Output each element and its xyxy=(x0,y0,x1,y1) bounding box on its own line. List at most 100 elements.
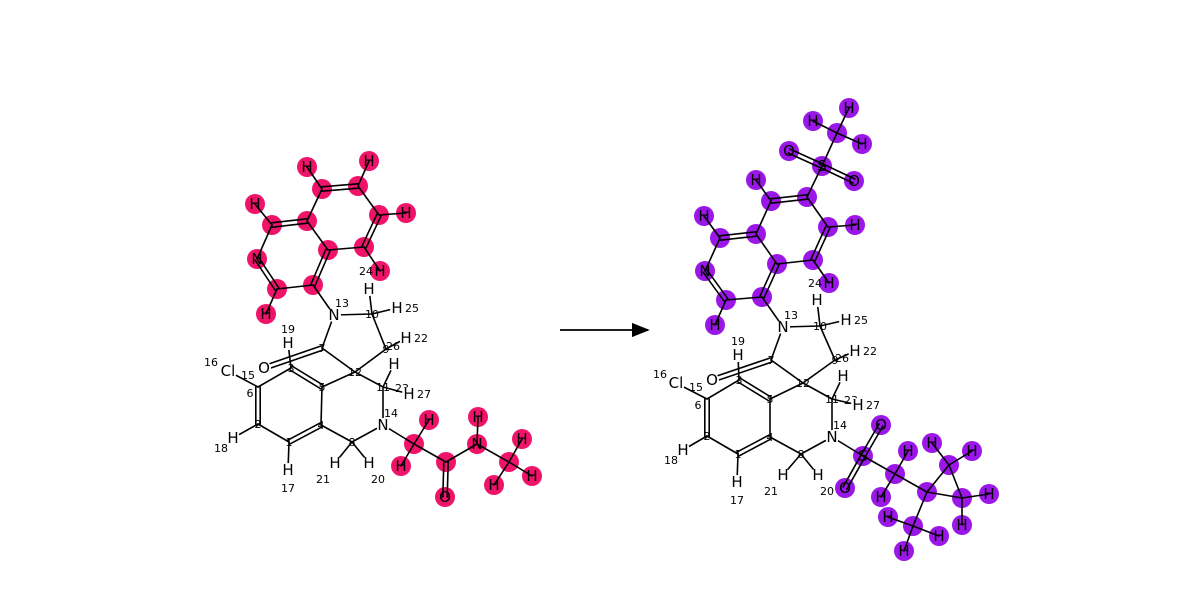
atom-symbol: H xyxy=(926,434,937,452)
atom-symbol: H xyxy=(227,429,238,447)
atom-symbol: O xyxy=(258,359,270,377)
single-bond xyxy=(257,367,292,388)
atom-symbol: H xyxy=(823,274,834,292)
single-bond xyxy=(931,442,950,466)
double-bond xyxy=(860,423,880,456)
double-bond xyxy=(738,438,772,457)
atom-symbol: H xyxy=(849,342,860,360)
atom-map-number: 21 xyxy=(316,473,330,486)
atom-map-number: 11 xyxy=(825,393,839,406)
single-bond xyxy=(821,132,838,167)
single-bond xyxy=(948,450,973,466)
single-bond xyxy=(827,224,856,228)
atom-map-number: 25 xyxy=(854,314,868,327)
atom-symbol: H xyxy=(526,467,537,485)
atom-map-number: 1 xyxy=(286,436,293,449)
single-bond xyxy=(802,382,833,400)
atom-map-number: 19 xyxy=(281,323,295,336)
single-bond xyxy=(357,185,380,216)
double-bond xyxy=(262,345,323,367)
single-bond xyxy=(357,160,370,187)
atom-map-number: 6 xyxy=(247,387,254,400)
atom-symbol: N xyxy=(826,428,837,446)
double-bond xyxy=(361,213,378,247)
atom-map-number: 4 xyxy=(318,419,325,432)
label-knockout xyxy=(327,308,341,322)
double-bond xyxy=(864,425,884,458)
double-bond xyxy=(314,250,331,287)
double-bond xyxy=(365,215,382,249)
double-bond xyxy=(705,268,729,300)
atom-map-number: 13 xyxy=(784,309,798,322)
atom-symbol: H xyxy=(282,461,293,479)
label-knockout xyxy=(731,348,745,362)
double-bond xyxy=(287,422,321,441)
double-bond xyxy=(814,227,831,262)
single-bond xyxy=(321,347,356,373)
double-bond xyxy=(718,231,757,237)
atom-map-number: 2 xyxy=(704,430,711,443)
atom-symbol: H xyxy=(400,204,411,222)
label-knockout xyxy=(836,369,850,383)
single-bond xyxy=(378,212,407,216)
atom-symbol: H xyxy=(843,99,854,117)
single-bond xyxy=(706,379,740,400)
single-bond xyxy=(703,215,721,239)
label-knockout xyxy=(281,336,295,350)
atom-map-number: 15 xyxy=(689,381,703,394)
label-knockout xyxy=(219,362,237,380)
atom-symbol: O xyxy=(783,142,795,160)
atom-symbol: H xyxy=(807,112,818,130)
single-bond xyxy=(806,165,823,198)
atom-symbol: H xyxy=(956,516,967,534)
atom-map-number: 21 xyxy=(764,485,778,498)
atom-symbol: H xyxy=(329,454,340,472)
atom-symbol: S xyxy=(858,447,868,465)
atom-symbol: H xyxy=(812,466,823,484)
single-bond xyxy=(770,359,804,384)
single-bond xyxy=(806,196,829,228)
atom-symbol: H xyxy=(282,334,293,352)
double-bond xyxy=(842,454,862,488)
atom-map-number: 5 xyxy=(319,381,326,394)
label-knockout xyxy=(667,374,685,392)
atom-map-number: 18 xyxy=(214,442,228,455)
atom-symbol: N xyxy=(471,435,482,453)
atom-symbol: Cl xyxy=(221,362,236,380)
atom-map-number: 26 xyxy=(386,340,400,353)
single-bond xyxy=(802,359,836,384)
label-knockout xyxy=(390,301,404,315)
atom-map-number: 9 xyxy=(832,354,839,367)
atom-symbol: H xyxy=(677,441,688,459)
single-bond xyxy=(812,259,830,284)
double-bond xyxy=(711,361,773,383)
atom-symbol: H xyxy=(260,305,271,323)
atom-symbol: H xyxy=(403,385,414,403)
label-knockout xyxy=(399,331,413,345)
single-bond xyxy=(476,443,510,463)
atom-symbol: N xyxy=(251,250,262,268)
atom-symbol: Cl xyxy=(669,374,684,392)
atom-map-number: 19 xyxy=(731,335,745,348)
atom-symbol: O xyxy=(839,479,851,497)
atom-map-number: 14 xyxy=(833,419,847,432)
single-bond xyxy=(894,450,909,475)
label-knockout xyxy=(730,475,744,489)
single-bond xyxy=(306,188,323,222)
atom-symbol: O xyxy=(848,172,860,190)
atom-map-number: 17 xyxy=(730,494,744,507)
atom-map-number: 10 xyxy=(365,308,379,321)
double-bond xyxy=(820,167,854,184)
atom-symbol: H xyxy=(731,473,742,491)
atom-symbol: N xyxy=(328,306,339,324)
atom-symbol: H xyxy=(732,346,743,364)
double-bond xyxy=(446,461,449,498)
atom-map-number: 10 xyxy=(813,320,827,333)
double-bond xyxy=(289,369,322,390)
atom-symbol: H xyxy=(882,508,893,526)
single-bond xyxy=(306,220,329,251)
atom-map-number: 13 xyxy=(335,297,349,310)
label-knockout xyxy=(848,344,862,358)
label-knockout xyxy=(776,468,790,482)
single-bond xyxy=(256,224,273,260)
